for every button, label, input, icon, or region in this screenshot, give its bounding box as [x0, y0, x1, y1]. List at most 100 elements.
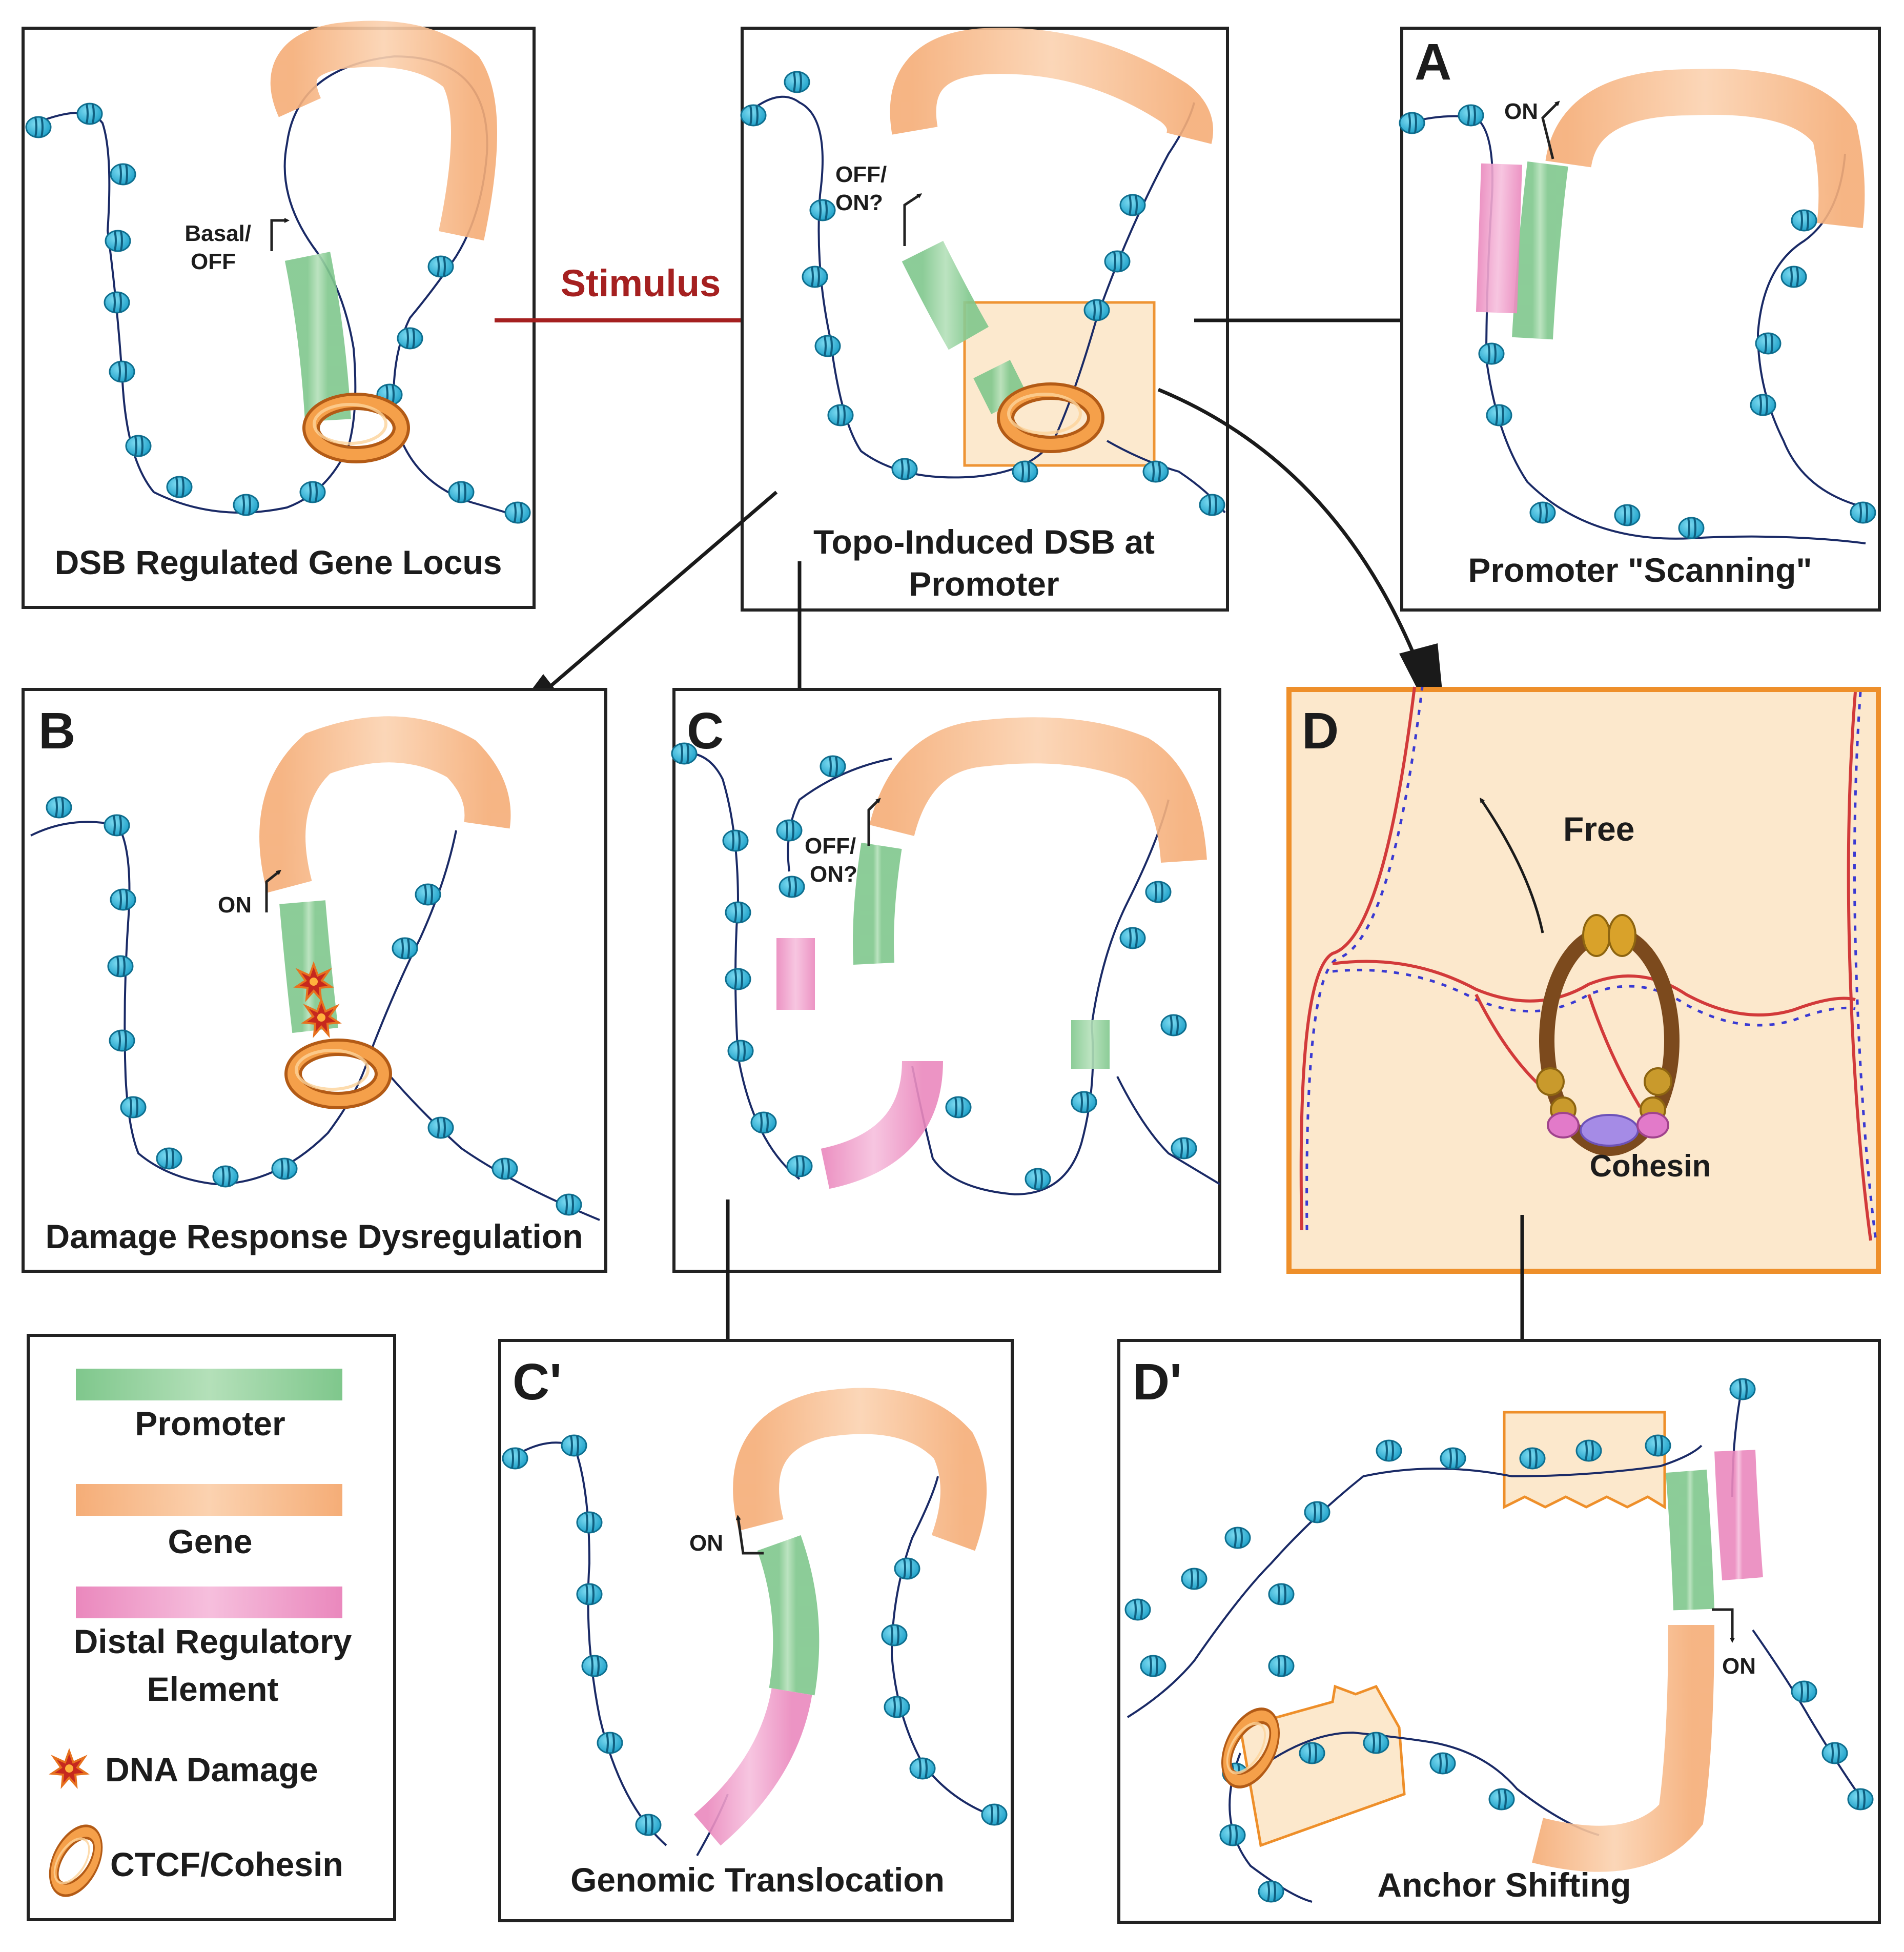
nucleosome	[820, 755, 846, 778]
tss-arrow	[867, 798, 881, 846]
nucleosome	[750, 1111, 777, 1134]
cohesin-subunit	[1547, 1112, 1580, 1138]
nucleosome	[1012, 460, 1038, 483]
nucleosome	[784, 71, 810, 93]
nucleosome	[415, 883, 441, 906]
nucleosome	[107, 955, 134, 978]
tss-label: ON	[218, 892, 252, 918]
nucleosome	[1376, 1439, 1402, 1462]
promoter-segment	[1512, 161, 1568, 340]
nucleosome	[635, 1814, 662, 1836]
legend-frame	[27, 1334, 396, 1921]
nucleosome	[166, 476, 193, 498]
nucleosome	[504, 501, 531, 524]
tss-arrow	[903, 193, 923, 246]
nucleosome	[827, 404, 854, 426]
nucleosome	[125, 435, 152, 457]
nucleosome	[76, 103, 103, 125]
promoter-fragment	[1071, 1020, 1110, 1069]
promoter-segment	[1666, 1469, 1714, 1611]
nucleosome	[909, 1757, 936, 1780]
panel-letter: C	[687, 702, 724, 760]
nucleosome	[1440, 1447, 1466, 1470]
dna-strand	[1847, 692, 1872, 1241]
nucleosome	[556, 1193, 582, 1216]
tss-arrow	[265, 869, 281, 912]
dna-strand	[1332, 968, 1856, 1027]
panel-c-prime-translocation: ON C' Genomic Translocation	[498, 1339, 1014, 1922]
nucleosome	[1071, 1091, 1097, 1113]
nucleosome	[120, 1096, 147, 1119]
nucleosome	[786, 1155, 813, 1177]
nucleosome	[448, 481, 475, 503]
panel-caption: Genomic Translocation	[570, 1861, 945, 1899]
nucleosome	[1268, 1583, 1295, 1605]
panel-letter: D'	[1133, 1353, 1182, 1411]
nucleosome	[1729, 1378, 1756, 1400]
gene-segment	[890, 28, 1213, 144]
legend-ctcf-label: CTCF/Cohesin	[110, 1845, 343, 1883]
nucleosome	[894, 1557, 920, 1580]
nucleosome	[576, 1511, 603, 1534]
promoter-segment	[757, 1535, 820, 1696]
nucleosome	[1181, 1568, 1207, 1590]
distal-element	[1476, 163, 1523, 314]
promoter-segment	[902, 240, 989, 350]
nucleosome	[576, 1583, 603, 1605]
nucleosome	[1645, 1434, 1671, 1457]
nucleosome	[104, 814, 130, 837]
nucleosome	[46, 796, 72, 819]
dna-strand	[1305, 686, 1424, 1231]
nucleosome	[1124, 1598, 1151, 1621]
nucleosome	[1791, 209, 1817, 232]
nucleosome	[1299, 1742, 1325, 1764]
legend-distal-label: Distal Regulatory	[74, 1622, 352, 1660]
panel-caption: Damage Response Dysregulation	[46, 1217, 583, 1255]
cohesin-subunit	[1636, 1112, 1669, 1138]
panel-b-damage-response: ON B Damage Response Dysregulation	[22, 688, 607, 1273]
nucleosome	[981, 1803, 1008, 1826]
legend-distal-label: Element	[147, 1670, 279, 1708]
nucleosome	[1780, 266, 1807, 288]
nucleosome	[802, 266, 828, 288]
nucleosome	[1429, 1752, 1456, 1775]
cohesin-subunit	[1644, 1067, 1672, 1096]
nucleosome	[597, 1732, 623, 1754]
nucleosome	[561, 1434, 587, 1457]
panel-caption: Anchor Shifting	[1378, 1866, 1631, 1904]
gene-segment	[259, 716, 511, 893]
cohesin-subunit	[1536, 1067, 1565, 1096]
gene-segment	[733, 1388, 987, 1551]
nucleosome	[725, 968, 751, 990]
nucleosome	[725, 901, 751, 924]
panel-d-prime-anchor-shifting: ON D' Anchor Shifting	[1117, 1339, 1881, 1924]
nucleosome	[397, 327, 423, 350]
nucleosome	[1258, 1880, 1284, 1903]
nucleosome	[1575, 1439, 1602, 1462]
tss-label: ON	[689, 1531, 723, 1556]
legend-gene-swatch	[76, 1484, 342, 1516]
nucleosome	[104, 291, 130, 314]
nucleosome	[1755, 332, 1782, 355]
legend: Promoter Gene Distal Regulatory Element …	[27, 1334, 396, 1921]
nucleosome	[722, 829, 749, 852]
tss-label: ON?	[810, 862, 857, 887]
nucleosome	[271, 1157, 298, 1180]
nucleosome	[105, 230, 131, 252]
nucleosome	[156, 1147, 182, 1170]
nucleosome	[1529, 501, 1556, 524]
gene-segment	[1545, 69, 1865, 228]
tss-label: ON	[1504, 99, 1538, 124]
nucleosome	[1614, 504, 1641, 526]
nucleosome	[1750, 394, 1776, 416]
nucleosome	[212, 1165, 239, 1188]
nucleosome	[881, 1624, 908, 1646]
tss-label: OFF/	[805, 833, 856, 859]
panel-dsb-regulated-locus: Basal/ OFF DSB Regulated Gene Locus	[22, 21, 536, 609]
gene-segment	[869, 717, 1207, 863]
nucleosome	[1519, 1447, 1546, 1470]
cohesin-head	[1608, 914, 1636, 957]
panel-topo-induced-dsb: OFF/ ON? Topo-Induced DSB at Promoter	[740, 27, 1229, 612]
dna-strand	[1299, 686, 1416, 1231]
nucleosome	[1268, 1655, 1295, 1677]
